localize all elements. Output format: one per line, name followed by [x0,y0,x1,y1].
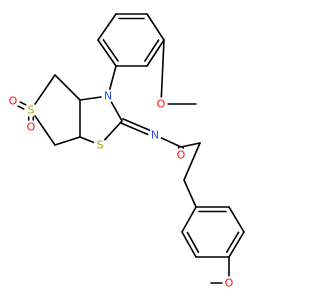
atom-label-o2: O [27,121,36,134]
bond-N3-A1 [109,65,117,91]
bond-C1-C3a [54,74,81,101]
bond-D4-D5-outer [228,231,245,258]
bond-D2-D3-outer [181,231,197,258]
atom-label-o7: O [225,277,234,290]
bond-A1-A2-outer [97,39,117,67]
atom-label-s4: S [97,139,104,152]
bond-layer [17,13,245,284]
atom-label-n5: N [151,129,159,142]
bond-A1-A2-inner [102,39,119,62]
bond-C6-C7 [180,142,201,148]
bond-D5-D6 [228,206,245,233]
bond-A5-O8 [160,39,165,98]
atom-label-o6: O [177,149,186,162]
atom-label-bg-o1 [6,94,20,108]
atom-label-s1: S [28,104,35,117]
bond-C2t-S4 [103,120,123,141]
atom-label-bg-n3 [101,89,115,103]
atom-label-bg-o8 [154,97,168,111]
bond-A4-A5 [146,13,165,41]
bond-C2t-N5-b [122,118,151,131]
bond-S1-O1-a [19,101,27,106]
bond-S1-C1 [34,74,56,106]
bond-A5-A6-inner [144,39,160,62]
atom-label-n3: N [104,90,112,103]
atom-label-o8: O [157,98,166,111]
atom-label-bg-n5 [148,128,162,142]
bond-D1-D2 [181,206,197,233]
atom-label-o1: O [9,95,18,108]
bond-C8-D1 [183,179,197,208]
bond-A2-A3 [97,13,117,41]
atom-label-bg-s1 [24,103,38,117]
bond-C3a-N3 [79,96,102,101]
bond-A5-A6-outer [146,39,165,67]
bond-S4-C6a [79,136,95,144]
bond-S1-C2 [34,114,56,146]
bond-D2-D3-inner [186,231,200,253]
bond-C2t-N5-a [120,122,149,136]
bond-S1-O1-b [17,105,25,110]
bond-C2-C6a [54,136,81,146]
bond-D4-D5-inner [225,231,240,253]
bond-C7-C8 [183,142,201,181]
atom-label-bg-o6 [174,148,188,162]
atom-label-bg-o7 [222,276,236,290]
atom-label-bg-s4 [93,138,107,152]
atom-label-bg-o2 [24,120,38,134]
bond-N5-C6 [160,137,182,148]
bond-N3-C2t [110,101,123,122]
